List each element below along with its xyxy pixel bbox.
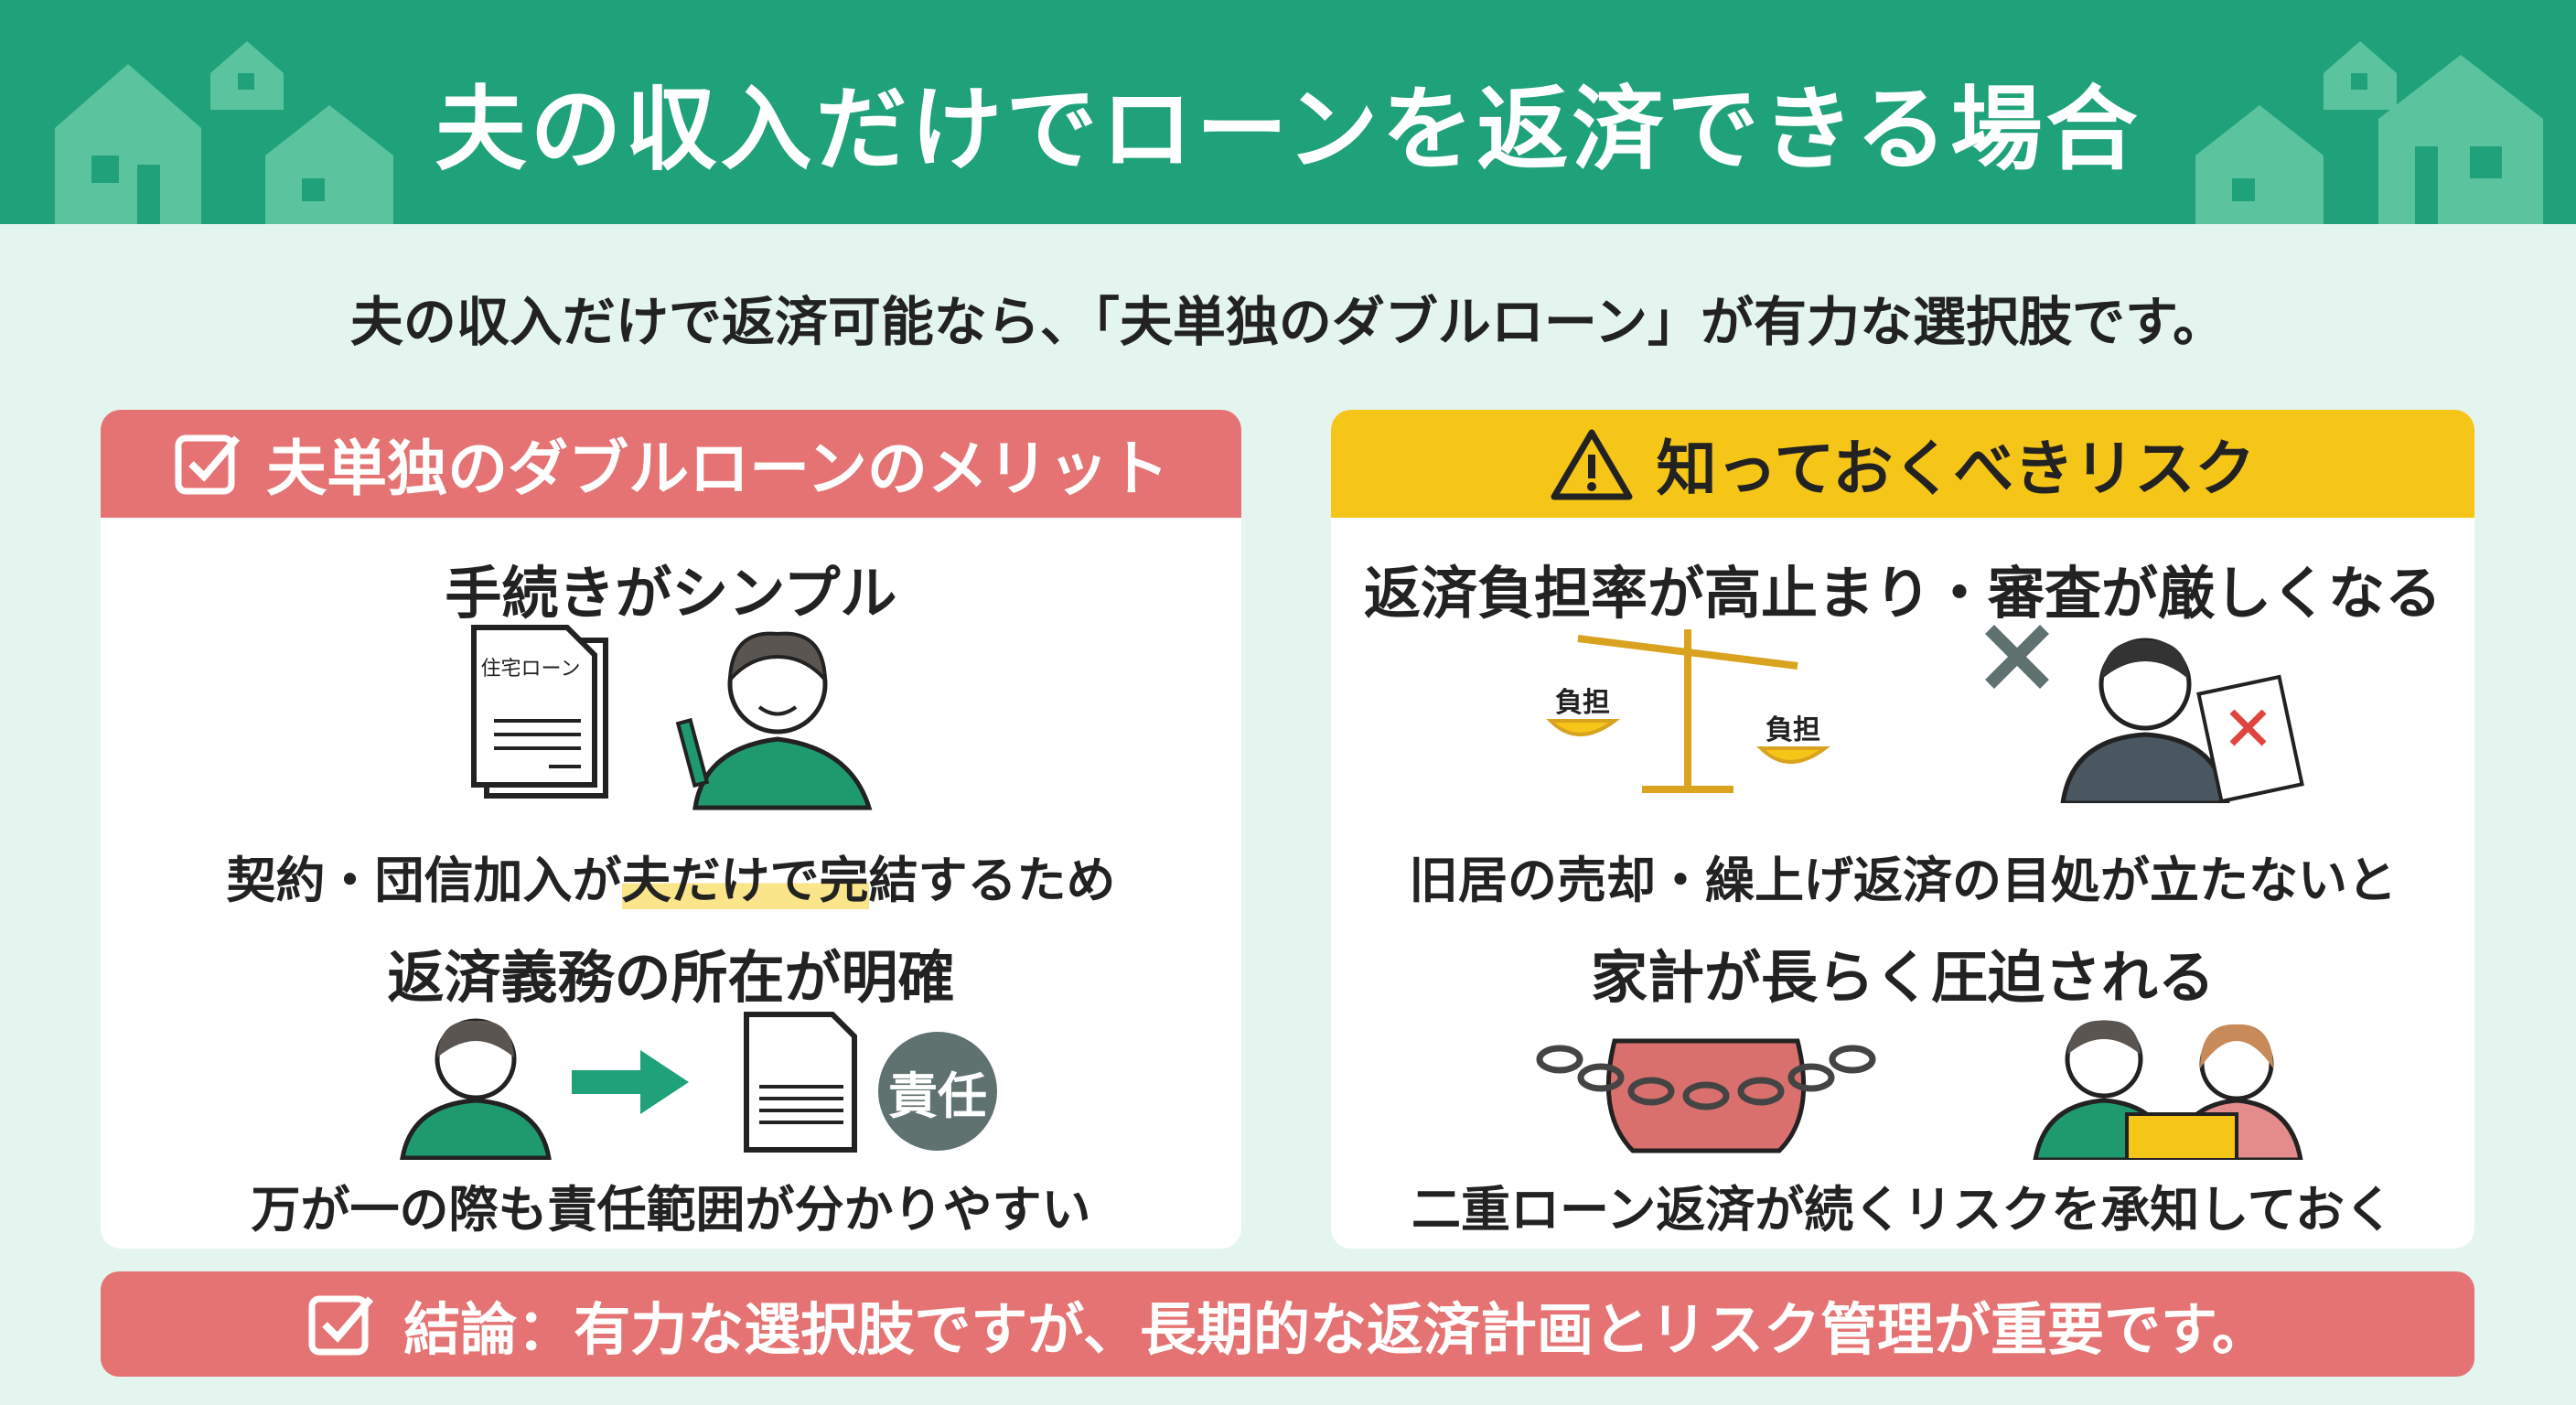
- merit-description: 契約・団信加入が夫だけで完結するため: [226, 852, 1116, 909]
- subtitle: 夫の収入だけで返済可能なら、「夫単独のダブルローン」が有力な選択肢です。: [349, 291, 2227, 353]
- document-icon: 住宅ローン: [471, 625, 608, 799]
- conclusion-text: 結論：有力な選択肢ですが、長期的な返済計画とリスク管理が重要です。: [403, 1295, 2269, 1363]
- merit-title: 返済義務の所在が明確: [387, 944, 955, 1011]
- risk-description: 二重ローン返済が続くリスクを承知しておく: [1411, 1181, 2395, 1239]
- risk-title: 返済負担率が高止まり・審査が厳しくなる: [1363, 560, 2442, 627]
- risks-header: 知っておくべきリスク: [1331, 410, 2474, 518]
- scale-right-label: 負担: [1766, 714, 1820, 746]
- document-label: 住宅ローン: [481, 658, 581, 681]
- risks-panel: 知っておくべきリスク 返済負担率が高止まり・審査が厳しくなる 負担 負担 旧居の…: [1331, 410, 2474, 1249]
- risks-heading: 知っておくべきリスク: [1656, 434, 2256, 504]
- checkbox-icon: [175, 434, 241, 495]
- man-smiling-icon: [675, 631, 873, 810]
- checkbox-icon: [308, 1295, 374, 1355]
- worried-couple-icon: [2033, 1020, 2303, 1160]
- houses-icon: [2195, 41, 2543, 224]
- risk-title: 家計が長らく圧迫される: [1590, 944, 2215, 1011]
- page-title: 夫の収入だけでローンを返済できる場合: [435, 76, 2141, 183]
- merit-description: 万が一の際も責任範囲が分かりやすい: [251, 1181, 1091, 1239]
- examiner-rejecting-icon: [1985, 625, 2304, 803]
- merit-title: 手続きがシンプル: [445, 560, 897, 627]
- contract-document-icon: [744, 1012, 857, 1153]
- scale-icon: 負担 負担: [1546, 629, 1831, 793]
- merits-panel: 夫単独のダブルローンのメリット 手続きがシンプル 住宅ローン 契約・団信加入が夫…: [101, 410, 1241, 1249]
- header-banner: [0, 0, 2576, 224]
- arrow-right-icon: [572, 1050, 689, 1114]
- merits-heading: 夫単独のダブルローンのメリット: [266, 434, 1169, 504]
- merits-header: 夫単独のダブルローンのメリット: [101, 410, 1241, 518]
- warning-icon: [1551, 429, 1633, 500]
- conclusion-banner: 結論：有力な選択肢ですが、長期的な返済計画とリスク管理が重要です。: [101, 1271, 2474, 1377]
- man-icon: [400, 1018, 552, 1160]
- responsibility-bubble: 責任: [878, 1032, 997, 1151]
- chained-wallet-icon: [1536, 1038, 1876, 1153]
- scale-left-label: 負担: [1555, 687, 1610, 719]
- houses-icon: [55, 41, 393, 224]
- risk-description: 旧居の売却・繰上げ返済の目処が立たないと: [1409, 852, 2397, 909]
